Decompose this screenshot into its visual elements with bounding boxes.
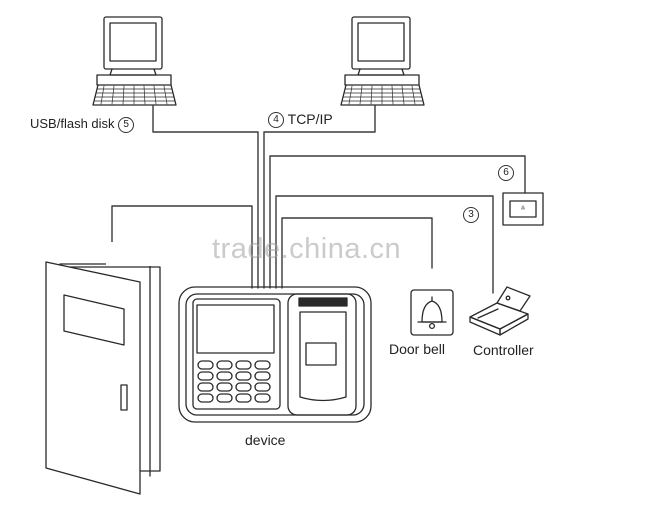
usb-label-text: USB/flash disk bbox=[30, 116, 115, 131]
door-bell-label: Door bell bbox=[389, 341, 446, 357]
keypad-key bbox=[254, 371, 271, 381]
usb-label: USB/flash disk 5 bbox=[30, 116, 135, 133]
keypad-key bbox=[254, 360, 271, 370]
wires bbox=[111, 105, 526, 294]
keypad-key bbox=[216, 371, 233, 381]
controller-label: Controller bbox=[473, 342, 534, 358]
tcp-label-text: TCP/IP bbox=[287, 111, 333, 127]
door-bell bbox=[410, 289, 454, 336]
keypad-key bbox=[197, 360, 214, 370]
keypad-key bbox=[254, 382, 271, 392]
tcp-number-badge: 4 bbox=[268, 112, 284, 129]
computer-right bbox=[340, 16, 425, 106]
exit-number-badge: 6 bbox=[498, 164, 514, 181]
keypad-key bbox=[235, 393, 252, 403]
exit-button-number: 6 bbox=[498, 164, 514, 181]
keypad bbox=[197, 360, 271, 403]
computer-left bbox=[92, 16, 177, 106]
keypad-key bbox=[235, 360, 252, 370]
svg-text:⁂: ⁂ bbox=[521, 205, 525, 210]
usb-number-badge: 5 bbox=[118, 116, 135, 133]
controller-number-badge: 3 bbox=[463, 206, 479, 223]
keypad-key bbox=[197, 371, 214, 381]
keypad-key bbox=[197, 393, 214, 403]
keypad-key bbox=[216, 382, 233, 392]
keypad-key bbox=[235, 371, 252, 381]
exit-button-panel: ⁂ bbox=[502, 192, 544, 226]
controller-number: 3 bbox=[463, 206, 479, 223]
keypad-key bbox=[216, 360, 233, 370]
keypad-key bbox=[235, 382, 252, 392]
controller-box bbox=[469, 286, 531, 336]
keypad-key bbox=[197, 382, 214, 392]
device-label: device bbox=[245, 432, 286, 448]
watermark: trade.china.cn bbox=[212, 233, 402, 265]
door bbox=[45, 242, 162, 495]
keypad-key bbox=[216, 393, 233, 403]
device bbox=[178, 286, 372, 423]
tcp-label: 4 TCP/IP bbox=[268, 111, 333, 129]
keypad-key bbox=[254, 393, 271, 403]
